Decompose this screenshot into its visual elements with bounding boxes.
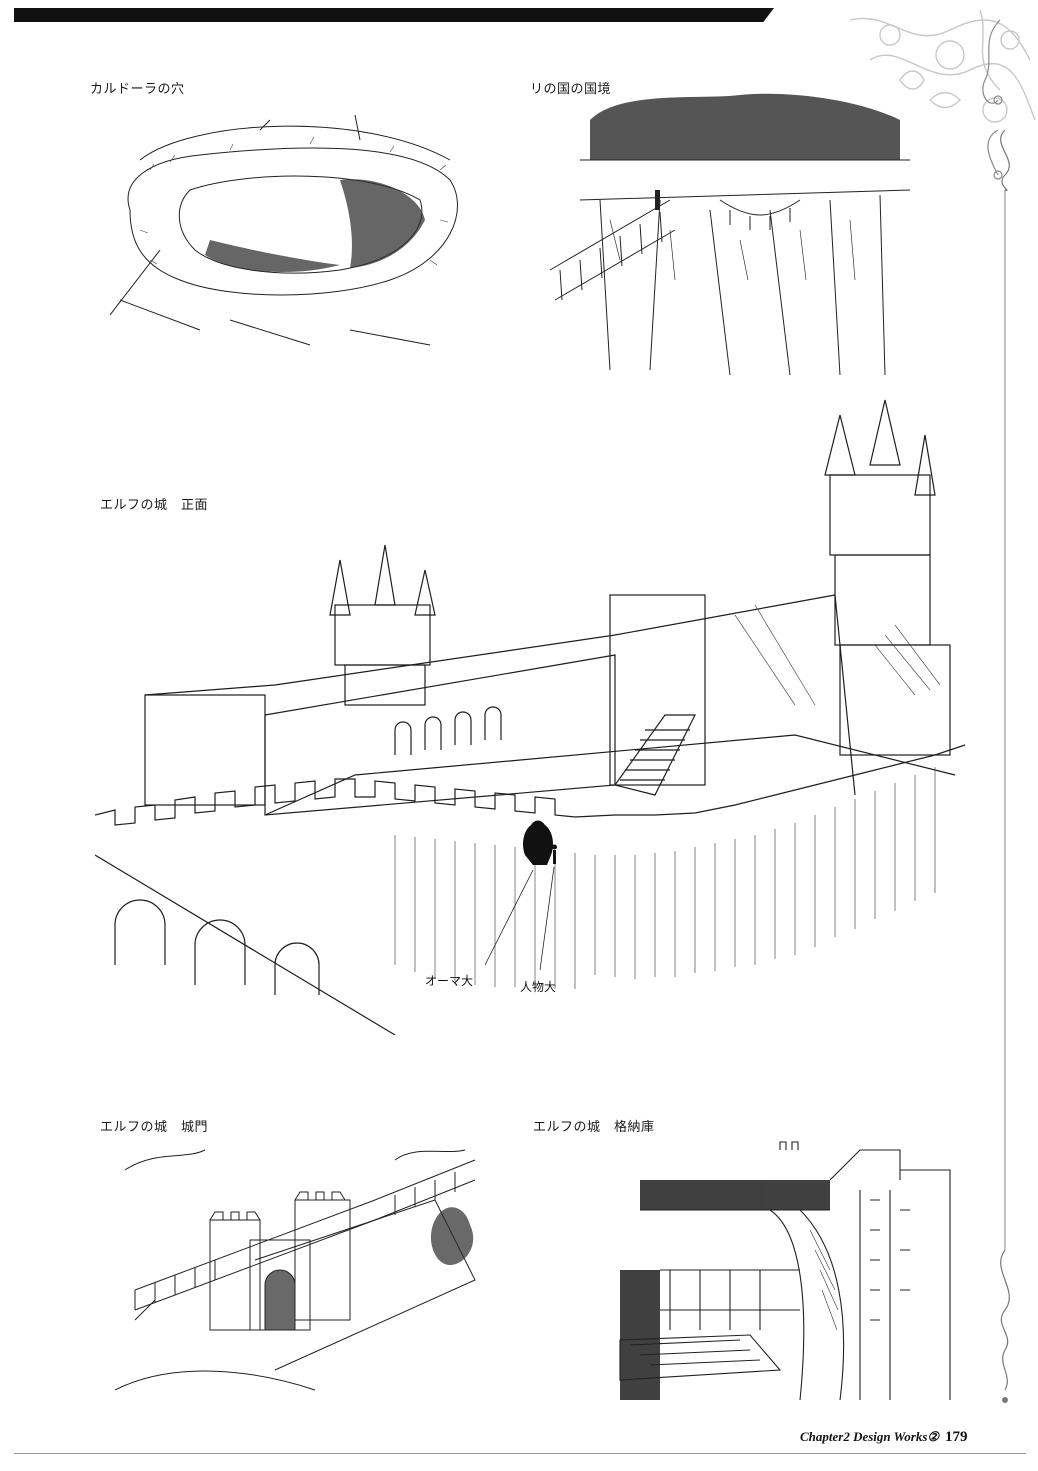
note-front-b: 人物大 [520,980,556,994]
sketch-castle-front: オーマ大 人物大 [95,395,975,1035]
caption-castle-gate: エルフの城 城門 [100,1120,209,1135]
caption-border: リの国の国境 [530,82,612,97]
caption-castle-storage: エルフの城 格納庫 [533,1120,655,1135]
page-number: 179 [945,1429,968,1445]
caption-castle-front: エルフの城 正面 [100,498,209,513]
sketch-castle-storage [600,1140,960,1420]
footer-rule [14,1453,1026,1454]
vertical-ornament-rule [985,129,1025,1430]
footer-chapter: Chapter2 Design Works② [800,1429,940,1444]
caption-caldera: カルドーラの穴 [90,82,185,97]
sketch-caldera [110,100,490,350]
floral-ornament-top-right [830,0,1038,200]
page-footer: Chapter2 Design Works② 179 [800,1428,968,1446]
sketch-castle-gate [115,1140,485,1410]
sketch-border-bridge [540,90,920,380]
note-front-a: オーマ大 [425,974,473,988]
top-header-bar [14,8,774,22]
